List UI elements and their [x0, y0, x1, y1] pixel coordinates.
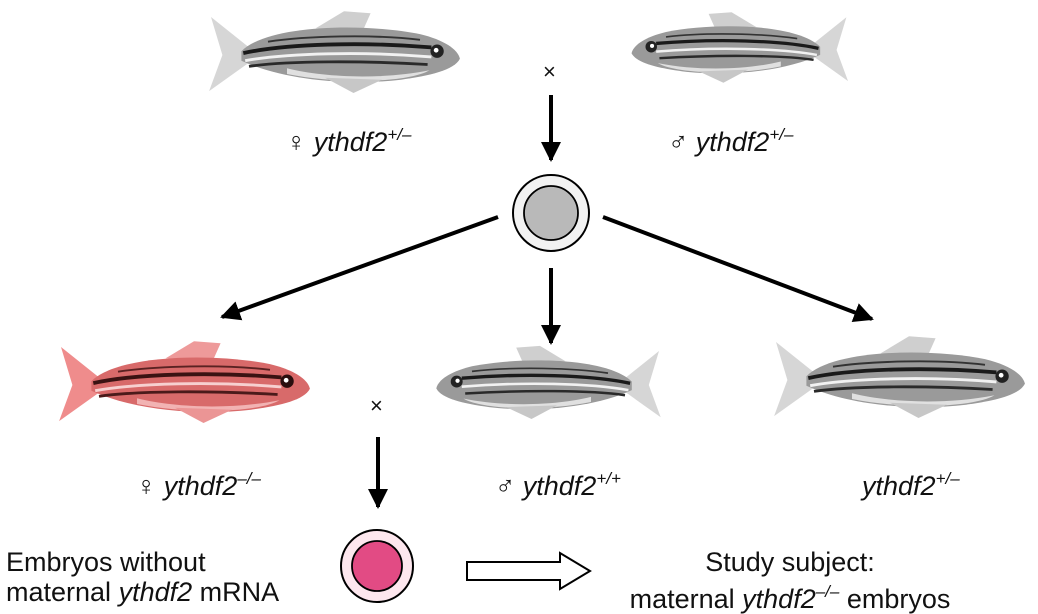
- offspring-male-wildtype-fish: [434, 344, 663, 421]
- parent-female-fish: [207, 9, 462, 95]
- arrow-to-het: [602, 215, 874, 322]
- offspring-female-mutant-fish: [57, 339, 312, 425]
- arrow-to-mutant-female: [220, 215, 499, 321]
- offspring-het-label: ythdf2+/–: [862, 469, 960, 501]
- maternal-mutant-embryo-icon: [340, 529, 414, 603]
- parent-female-label: ♀ ythdf2+/–: [286, 125, 412, 157]
- offspring-female-label: ♀ ythdf2–/–: [136, 469, 261, 501]
- cross-symbol-top: ×: [543, 59, 556, 84]
- cross-symbol-bottom: ×: [370, 393, 383, 418]
- offspring-male-label: ♂ ythdf2+/+: [495, 469, 621, 501]
- parent-male-fish: [629, 10, 850, 85]
- parent-male-label: ♂ ythdf2+/–: [668, 125, 794, 157]
- outline-arrow: [466, 551, 592, 591]
- embryo-note: Embryos without maternal ythdf2 mRNA: [6, 547, 280, 607]
- offspring-het-fish: [772, 334, 1027, 420]
- study-subject-note: Study subject: maternal ythdf2–/– embryo…: [629, 547, 951, 614]
- zygote-icon: [512, 174, 590, 252]
